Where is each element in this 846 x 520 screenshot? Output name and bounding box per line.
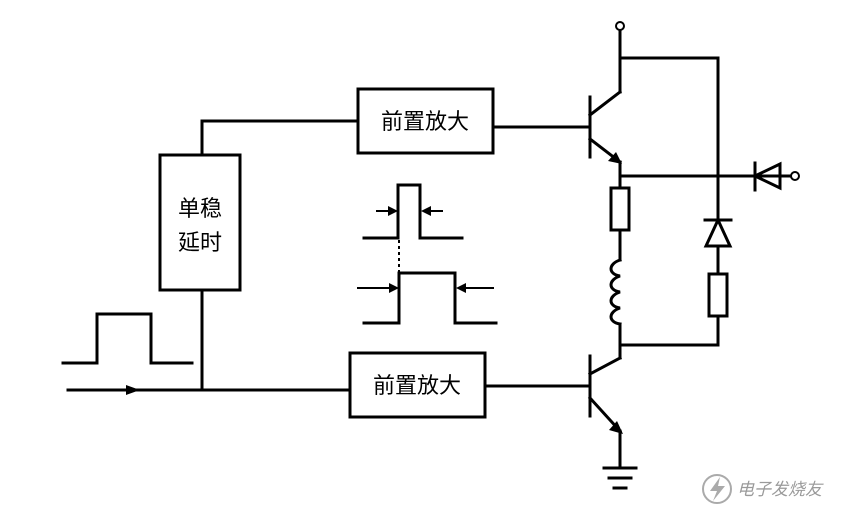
lightning-logo-icon [702, 474, 732, 504]
branch-return-wire [618, 314, 720, 347]
arrow-left-icon [456, 283, 466, 293]
monostable-delay-block: 单稳 延时 [158, 153, 242, 292]
preamp-top-block: 前置放大 [356, 87, 495, 155]
transistor-bottom-icon [587, 354, 623, 434]
preamp-top-label: 前置放大 [381, 110, 469, 135]
branch-resistor-icon [707, 272, 729, 318]
preamp-bottom-block: 前置放大 [348, 351, 487, 419]
freewheel-diode-icon [703, 216, 733, 248]
watermark-text: 电子发烧友 [737, 480, 824, 500]
timing-waveform-lower [357, 271, 498, 325]
monostable-label-line2: 延时 [178, 231, 222, 256]
transistor-top-icon [587, 89, 623, 165]
arrow-right-icon [388, 206, 398, 216]
monostable-label-line1: 单稳 [178, 197, 222, 222]
trunk-wire [200, 119, 360, 392]
ground-icon [602, 466, 638, 490]
output-diode-icon [751, 161, 782, 192]
preamp-bottom-label: 前置放大 [373, 374, 461, 399]
series-resistor-icon [609, 186, 631, 232]
input-line [66, 385, 352, 395]
supply-terminal-icon [615, 21, 625, 31]
input-arrow-icon [126, 385, 140, 395]
inductor-icon [609, 258, 622, 326]
top-rail-wire [618, 56, 720, 178]
arrow-left-icon [421, 206, 431, 216]
timing-waveform-upper [362, 183, 464, 240]
watermark: 电子发烧友 [702, 474, 824, 504]
input-pulse-waveform [61, 312, 194, 365]
arrow-right-icon [389, 283, 399, 293]
output-terminal-icon [790, 171, 800, 181]
